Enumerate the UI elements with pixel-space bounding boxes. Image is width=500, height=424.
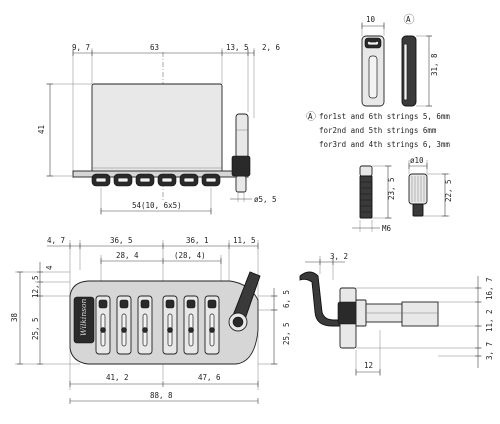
dim-dia-5-5: ø5, 5	[254, 195, 277, 204]
dim-4: 4	[45, 265, 54, 270]
brand-label: Wilkinson	[79, 298, 88, 336]
note-line-2: for2nd and 5th strings 6mm	[319, 126, 437, 135]
dim-9-7: 9, 7	[72, 43, 90, 52]
saddles-top	[95, 295, 220, 355]
string-spacing-note: A for1st and 6th strings 5, 6mm for2nd a…	[306, 111, 450, 149]
dim-3-2: 3, 2	[330, 252, 348, 261]
dim-3-7: 3, 7	[485, 342, 494, 360]
dim-28-4-ref: (28, 4)	[174, 251, 206, 260]
dim-2-6: 2, 6	[262, 43, 281, 52]
dim-47-6: 47, 6	[198, 373, 221, 382]
note-line-1: for1st and 6th strings 5, 6mm	[319, 112, 450, 121]
dim-13-5: 13, 5	[226, 43, 249, 52]
note-marker: A	[308, 112, 313, 121]
side-view: 3, 2 16, 7 11, 2 3, 7 12	[299, 252, 494, 376]
height-screw: 23, 5 M6	[352, 165, 396, 233]
dim-6-5: 6, 5	[282, 290, 291, 308]
dim-11-2: 11, 2	[485, 309, 494, 332]
dim-22-5: 22, 5	[444, 179, 453, 202]
dim-12-5: 12, 5	[31, 275, 40, 298]
dim-4-7: 4, 7	[47, 236, 65, 245]
dim-36-1: 36, 1	[186, 236, 209, 245]
dim-23-5: 23, 5	[387, 177, 396, 200]
dim-63: 63	[150, 43, 159, 52]
dim-36-5: 36, 5	[110, 236, 133, 245]
dim-88-8: 88, 8	[150, 391, 173, 400]
dim-25-5-right: 25, 5	[282, 322, 291, 345]
dim-41-2: 41, 2	[106, 373, 129, 382]
dim-38: 38	[10, 312, 19, 322]
bottom-view: 4, 7 36, 5 36, 1 11, 5 28, 4 (28, 4) 38 …	[10, 236, 291, 404]
dim-25-5-left: 25, 5	[31, 317, 40, 340]
dim-11-5: 11, 5	[233, 236, 256, 245]
dim-12: 12	[364, 361, 373, 370]
dim-41: 41	[37, 125, 46, 134]
arm-socket	[231, 113, 251, 193]
dim-dia-10: ø10	[410, 156, 424, 165]
dim-31-8: 31, 8	[430, 53, 439, 76]
saddle-heads	[91, 173, 221, 187]
tension-knob: ø10 22, 5	[408, 156, 453, 217]
marker-a: A	[406, 15, 411, 24]
dim-54: 54(10, 6x5)	[132, 201, 182, 210]
dim-m6: M6	[382, 224, 392, 233]
dim-10: 10	[366, 15, 376, 24]
bridge-block	[91, 83, 223, 173]
top-view: 9, 7 63 13, 5 2, 6 41	[37, 43, 281, 215]
dim-28-4: 28, 4	[116, 251, 139, 260]
note-line-3: for3rd and 4th strings 6, 3mm	[319, 140, 450, 149]
tremolo-arm	[228, 271, 261, 332]
saddle-detail: 10 A 31, 8	[361, 13, 439, 107]
dim-16-7: 16, 7	[485, 277, 494, 300]
